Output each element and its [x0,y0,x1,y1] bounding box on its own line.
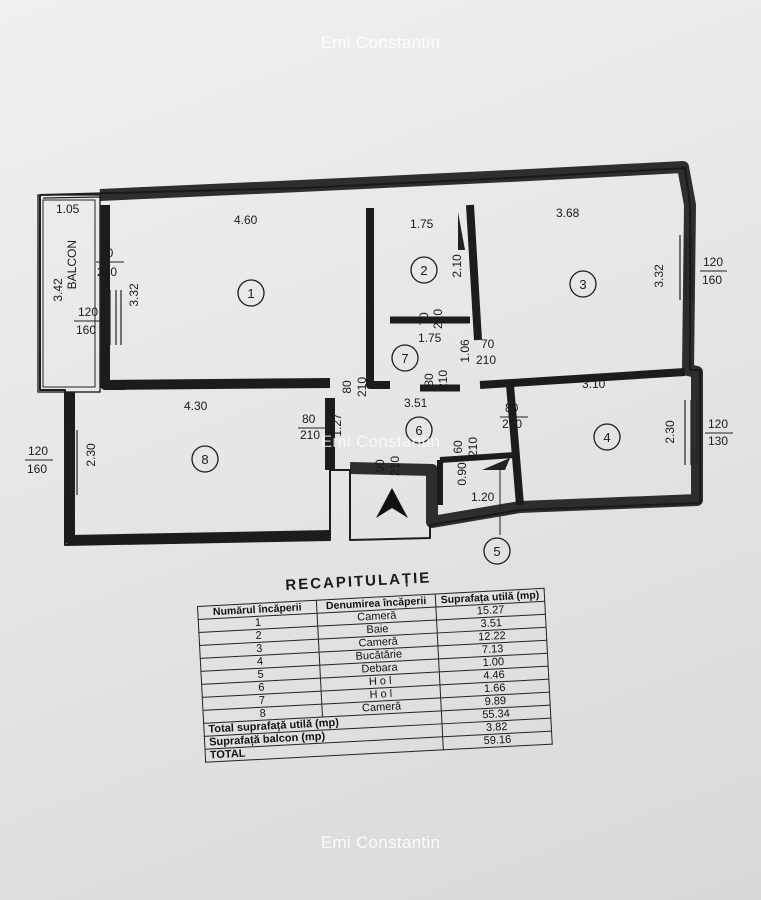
walls [39,161,703,546]
window-4-width: 120 [708,417,728,431]
dim-room-3-height: 3.32 [652,264,666,288]
dim-room-4-height: 2.30 [663,420,677,444]
window-1-width: 120 [78,305,98,319]
balcony-inner-outline [42,199,96,388]
watermark-bottom: Emi Constantin [320,833,441,852]
dim-room-7-width: 1.75 [418,331,442,345]
dim-room-1-height: 3.32 [127,283,141,307]
door-7b-height: 210 [436,370,450,390]
door-5-width: 60 [451,440,465,454]
room-circle-5 [483,537,511,565]
door-7a-height: 210 [355,377,369,397]
door-swing-icon [458,212,465,250]
window-1-height: 160 [76,323,96,337]
room-number-5: 5 [493,544,500,559]
watermark-middle: Emi Constantin [320,432,441,451]
dim-room-8-height: 2.30 [84,443,98,467]
room-5-arrow-icon [482,458,510,470]
door-8-height: 210 [300,428,320,442]
dim-room-2-width: 1.75 [410,217,434,231]
room-number-3: 3 [579,277,586,292]
door-1-width: 70 [100,246,114,260]
dim-room-3-width: 3.68 [556,206,580,220]
door-7b-width: 80 [422,373,436,387]
north-arrow-icon [376,488,408,518]
window-4-height: 130 [708,434,728,448]
window-3-width: 120 [703,255,723,269]
door-4-height: 210 [502,417,522,431]
balcony-label: BALCON [65,240,79,289]
dim-room-8-width: 4.30 [184,399,208,413]
entry-door-width: 90 [373,459,387,473]
room-number-8: 8 [201,452,208,467]
floor-plan: 1 2 3 4 5 6 7 8 1.05 BALCON 3.42 4.60 3.… [25,161,733,565]
room-number-1: 1 [247,286,254,301]
door-4-width: 80 [505,401,519,415]
dim-room-1-width: 4.60 [234,213,258,227]
door-8-width: 80 [302,412,316,426]
dim-room-6-width: 3.51 [404,396,428,410]
room-markers [191,256,621,565]
room-circle-2 [410,256,438,284]
door-1-height: 210 [97,265,117,279]
dim-room-5-height: 0.90 [455,462,469,486]
room-numbers: 1 2 3 4 5 6 7 8 [201,263,610,559]
dim-room-2-height: 2.10 [450,254,464,278]
door-7a-width: 80 [340,380,354,394]
entry-door-height: 210 [388,456,402,476]
door-3-height: 210 [476,353,496,367]
dim-balcony-width: 1.05 [56,202,80,216]
window-8-width: 120 [28,444,48,458]
dim-balcony-height: 3.42 [51,278,65,302]
recap-table: Numărul încăperii Denumirea încăperii Su… [197,588,553,763]
room-circle-1 [237,279,265,307]
dim-room-6-height: 1.27 [330,413,344,437]
room-circle-8 [191,445,219,473]
window-8-height: 160 [27,462,47,476]
door-2-height: 210 [431,309,445,329]
room-circle-7 [391,344,419,372]
balcony-outline [37,194,101,393]
door-5-height: 210 [466,437,480,457]
windows [64,235,698,495]
door-3-width: 70 [481,337,495,351]
room-number-4: 4 [603,430,610,445]
door-2-width: 70 [417,312,431,326]
room-circle-3 [569,270,597,298]
room-circle-4 [593,423,621,451]
room-number-2: 2 [420,263,427,278]
dimension-labels: 1.05 BALCON 3.42 4.60 3.32 1.75 2.10 3.6… [25,202,733,504]
room-circle-6 [405,416,433,444]
room-number-6: 6 [415,423,422,438]
dim-room-5-width: 1.20 [471,490,495,504]
dim-room-4-width: 3.10 [582,377,606,391]
window-3-height: 160 [702,273,722,287]
watermark-top: Emi Constantin [320,33,441,52]
room-number-7: 7 [401,351,408,366]
dim-room-7-height: 1.06 [458,339,472,363]
